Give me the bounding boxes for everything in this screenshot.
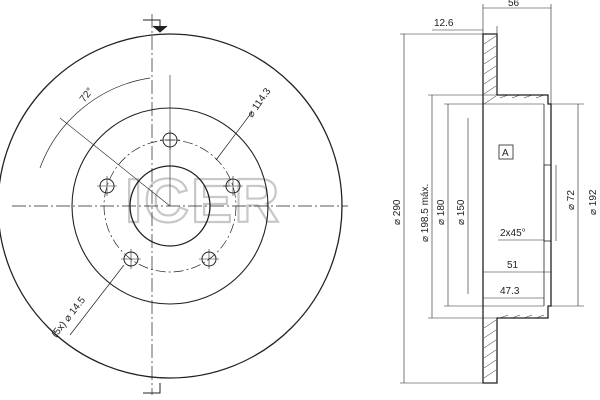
- bolt-hole-leader: [69, 264, 125, 336]
- dia-180-label: ⌀ 180: [436, 199, 447, 225]
- angle-label: 72°: [78, 86, 96, 105]
- disc-section-outline: [482, 33, 552, 384]
- dim-12-6-label: 12.6: [434, 18, 454, 29]
- icer-watermark: ICER: [125, 167, 281, 236]
- pcd-label: ⌀ 114.3: [245, 86, 273, 120]
- datum-box: [498, 144, 514, 160]
- disc-outer-edge: [0, 33, 343, 379]
- dim-51-label: 51: [507, 260, 519, 271]
- dim-56-label: 56: [508, 0, 520, 9]
- hatch-hat-bottom: [499, 314, 545, 319]
- hatch-hat-top: [499, 94, 545, 99]
- dim-47-label: 47.3: [500, 286, 520, 297]
- hatch-top: [483, 35, 497, 105]
- dia-290-label: ⌀ 290: [392, 199, 403, 225]
- dia-150-label: ⌀ 150: [456, 199, 467, 225]
- hatch-bottom: [483, 319, 497, 379]
- angle-arc: [39, 77, 151, 169]
- dia-72-label: ⌀ 72: [566, 190, 577, 210]
- chamfer-label: 2x45°: [500, 228, 526, 239]
- dia-192-label: ⌀ 192: [588, 189, 599, 215]
- section-view: [400, 4, 584, 384]
- bolt-hole-label: (5x) ⌀ 14.5: [50, 295, 89, 340]
- datum-label: A: [502, 148, 509, 159]
- front-view: [0, 14, 348, 395]
- section-arrowhead-top: [152, 25, 168, 33]
- centre-bore-section: [543, 164, 552, 242]
- section-arrow-bottom: [143, 383, 161, 394]
- dia-198-label: ⌀ 198.5 máx.: [420, 184, 431, 242]
- angle-leader-1: [59, 117, 171, 207]
- pcd-leader: [215, 111, 253, 161]
